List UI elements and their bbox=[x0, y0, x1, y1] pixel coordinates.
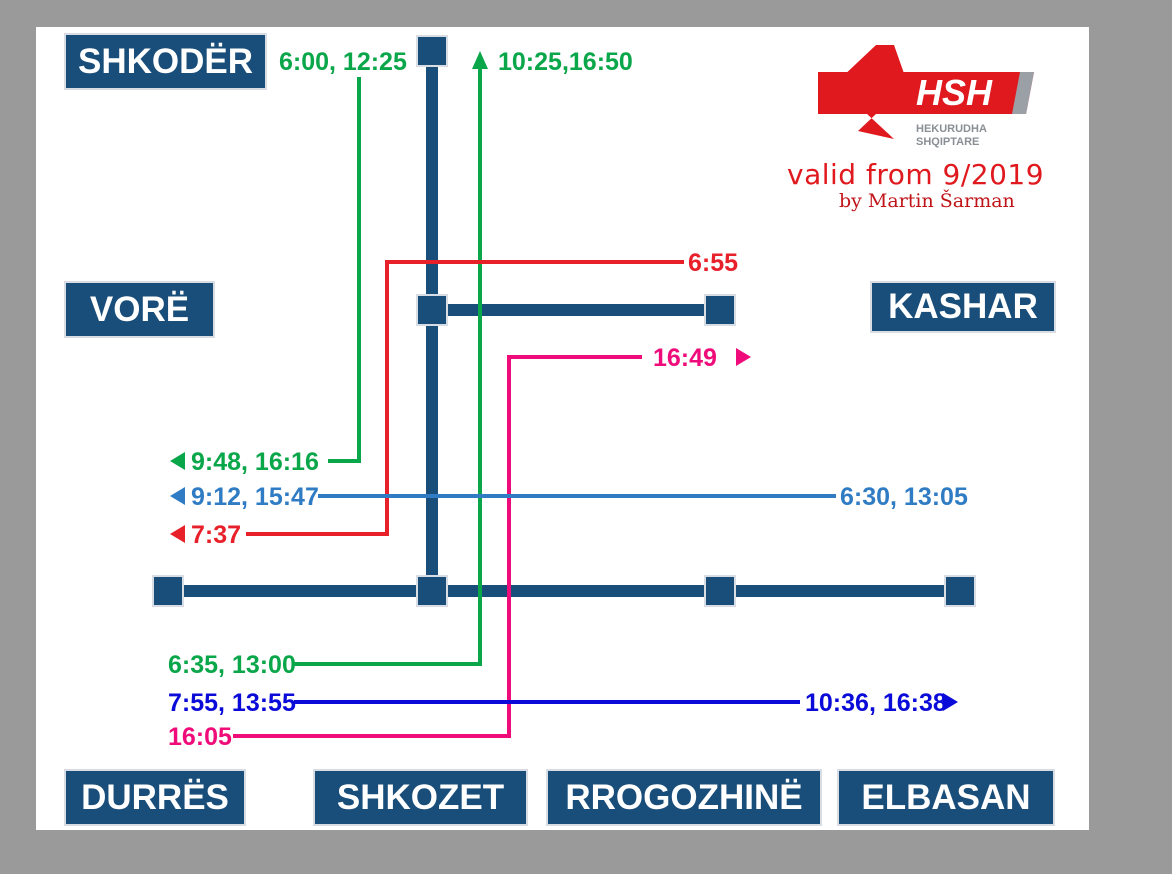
node-kashar bbox=[704, 294, 736, 326]
station-nodes bbox=[152, 35, 976, 607]
time-blue-elbasan-arr: 10:36, 16:38 bbox=[805, 689, 947, 717]
arrow-left-lightblue-icon bbox=[170, 487, 185, 505]
arrow-green-up-icon bbox=[472, 51, 488, 69]
route-map: 6:00, 12:25 10:25,16:50 9:48, 16:16 6:35… bbox=[152, 35, 1034, 751]
route-pink-durres-to-kashar bbox=[233, 355, 642, 738]
time-red-kashar-dep: 6:55 bbox=[688, 249, 738, 277]
hsh-logo: HSH HEKURUDHA SHQIPTARE bbox=[818, 45, 1034, 148]
node-durres bbox=[152, 575, 184, 607]
node-shkozet bbox=[416, 575, 448, 607]
arrow-left-red-icon bbox=[170, 525, 185, 543]
node-elbasan bbox=[944, 575, 976, 607]
time-green-shkoder-dep: 6:00, 12:25 bbox=[279, 48, 407, 76]
time-green-shkoder-arr: 10:25,16:50 bbox=[498, 48, 633, 76]
valid-from-text: valid from 9/2019 bbox=[787, 158, 1045, 191]
logo-line1-text: HEKURUDHA bbox=[916, 123, 987, 135]
route-green-durres-to-shkoder bbox=[294, 57, 482, 666]
station-label-rrogozhine: RROGOZHINË bbox=[546, 769, 822, 826]
logo-grey-tip bbox=[1012, 72, 1034, 114]
time-pink-kashar-arr: 16:49 bbox=[653, 344, 717, 372]
station-label-kashar: KASHAR bbox=[870, 281, 1056, 333]
time-pink-durres-dep: 16:05 bbox=[168, 723, 232, 751]
timetable-panel: 6:00, 12:25 10:25,16:50 9:48, 16:16 6:35… bbox=[36, 27, 1089, 830]
time-lightblue-durres-arr: 9:12, 15:47 bbox=[191, 483, 319, 511]
time-lightblue-elbasan-dep: 6:30, 13:05 bbox=[840, 483, 968, 511]
node-rrogozhine bbox=[704, 575, 736, 607]
logo-brand-text: HSH bbox=[916, 72, 993, 113]
time-green-durres-arr: 9:48, 16:16 bbox=[191, 448, 319, 476]
route-red-kashar-to-durres bbox=[246, 260, 684, 536]
station-label-shkoder: SHKODËR bbox=[64, 33, 267, 90]
time-green-durres-dep: 6:35, 13:00 bbox=[168, 651, 296, 679]
logo-line2-text: SHQIPTARE bbox=[916, 136, 979, 148]
author-text: by Martin Šarman bbox=[839, 190, 1015, 212]
station-label-vore: VORË bbox=[64, 281, 215, 338]
route-green-shkoder-to-durres bbox=[328, 77, 361, 463]
logo-red-band bbox=[818, 72, 1034, 114]
arrow-right-pink-icon bbox=[736, 348, 751, 366]
arrow-left-green-icon bbox=[170, 452, 185, 470]
time-blue-durres-dep: 7:55, 13:55 bbox=[168, 689, 296, 717]
station-label-elbasan: ELBASAN bbox=[837, 769, 1055, 826]
station-label-shkozet: SHKOZET bbox=[313, 769, 528, 826]
station-label-durres: DURRËS bbox=[64, 769, 246, 826]
node-shkoder bbox=[416, 35, 448, 67]
time-red-durres-arr: 7:37 bbox=[191, 521, 241, 549]
node-vore bbox=[416, 294, 448, 326]
arrow-right-blue-icon bbox=[943, 693, 958, 711]
